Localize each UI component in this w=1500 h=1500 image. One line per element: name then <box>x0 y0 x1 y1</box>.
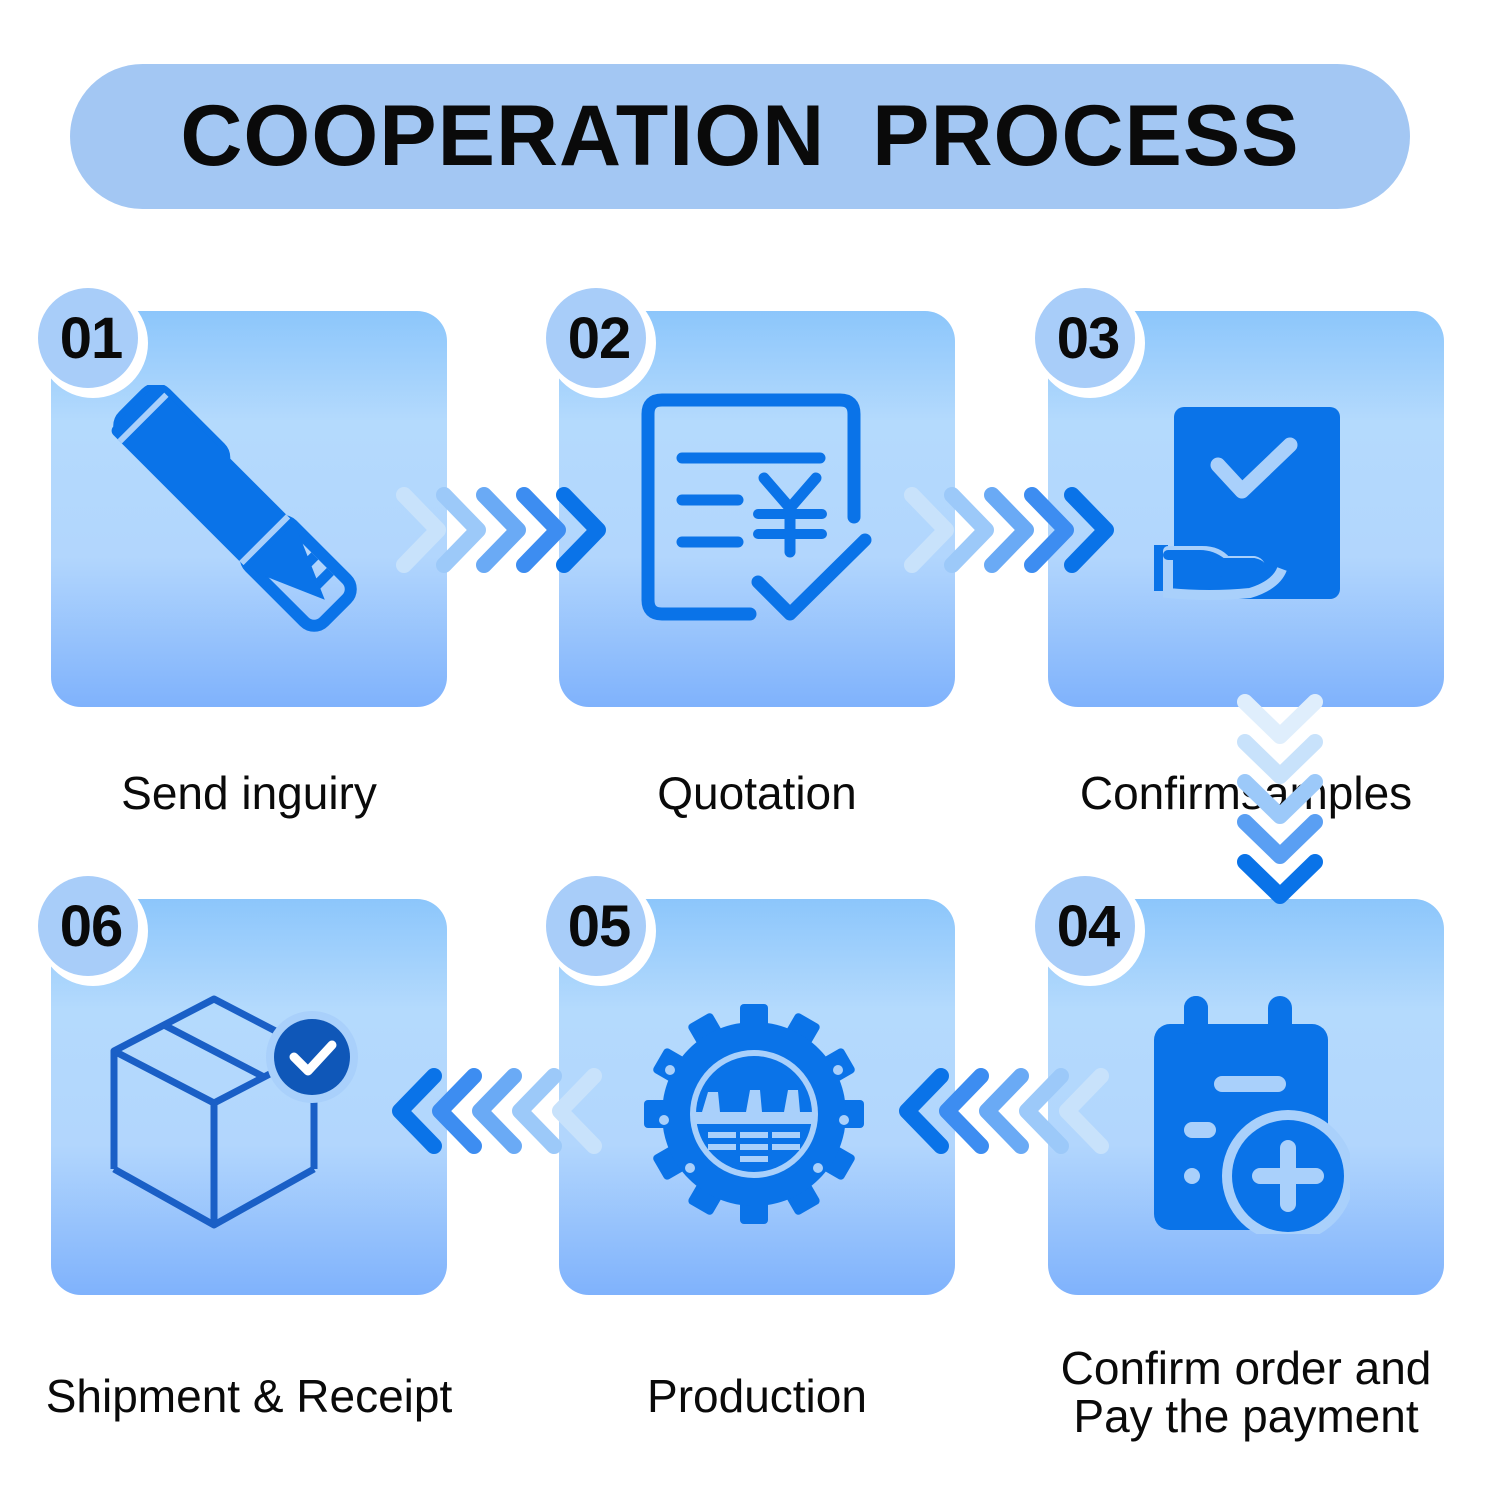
pencil-ruler-icon <box>111 385 357 632</box>
step-05-number: 05 <box>567 893 632 959</box>
step-04-badge: 04 <box>1035 876 1145 986</box>
step-05-badge: 05 <box>546 876 656 986</box>
arrow-step3-to-step4 <box>1237 694 1323 904</box>
step-04-label-line1: Confirm order and <box>1060 1342 1432 1394</box>
arrow-step2-to-step3 <box>904 487 1114 573</box>
step-05-label: Production <box>647 1370 867 1422</box>
step-02-number: 02 <box>567 305 632 371</box>
arrow-step5-to-step6 <box>392 1068 602 1154</box>
step-03-number: 03 <box>1056 305 1121 371</box>
hand-document-check-icon <box>1154 407 1340 600</box>
factory-gear-icon <box>644 1004 864 1224</box>
step-02-label: Quotation <box>657 767 857 819</box>
box-check-icon <box>110 995 358 1229</box>
step-06-number: 06 <box>59 893 124 959</box>
step-01-label: Send inguiry <box>121 767 377 819</box>
arrow-step4-to-step5 <box>899 1068 1109 1154</box>
step-03-badge: 03 <box>1035 288 1145 398</box>
step-01-number: 01 <box>59 305 124 371</box>
arrow-step1-to-step2 <box>396 487 606 573</box>
invoice-yen-icon <box>641 393 872 621</box>
step-01-badge: 01 <box>38 288 148 398</box>
page-title: COOPERATION PROCESS <box>180 88 1300 184</box>
calendar-plus-icon <box>1154 996 1350 1234</box>
title-banner: COOPERATION PROCESS <box>70 64 1410 209</box>
step-02-badge: 02 <box>546 288 656 398</box>
step-06-label: Shipment & Receipt <box>45 1370 453 1422</box>
step-04-number: 04 <box>1056 893 1121 959</box>
step-06-badge: 06 <box>38 876 148 986</box>
step-04-label-line2: Pay the payment <box>1073 1390 1419 1442</box>
